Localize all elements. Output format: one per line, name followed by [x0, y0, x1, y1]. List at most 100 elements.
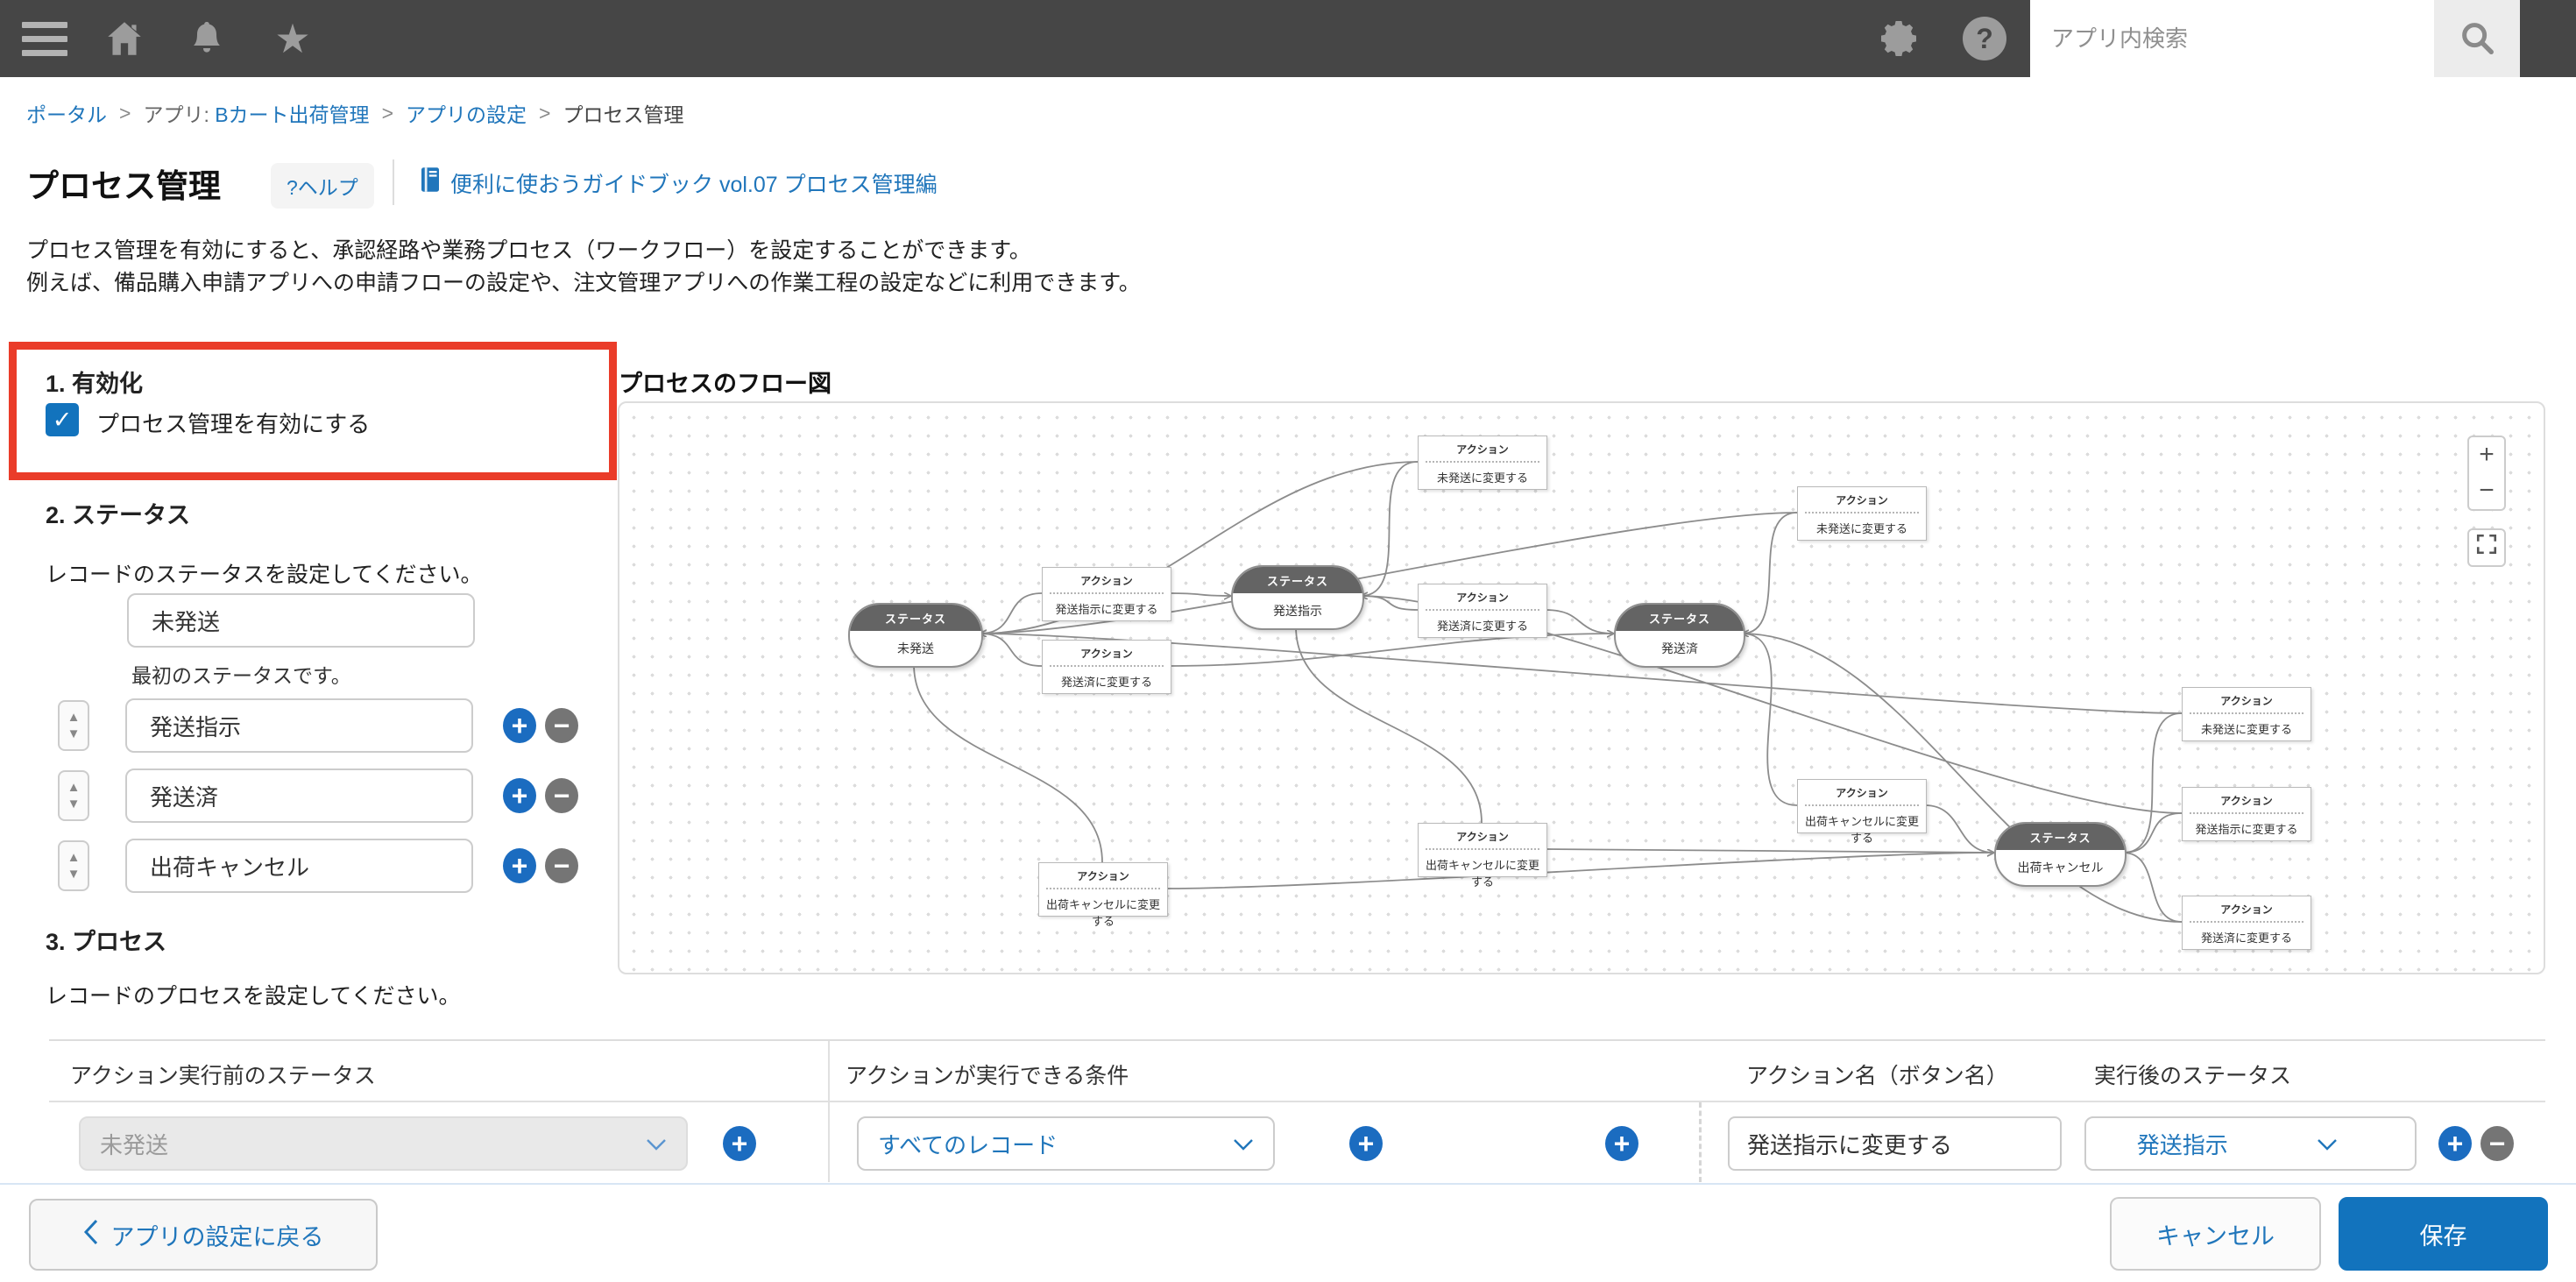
breadcrumb-app-name-link[interactable]: Bカート出荷管理	[215, 103, 370, 126]
save-button[interactable]: 保存	[2339, 1197, 2548, 1271]
page-description-line2: 例えば、備品購入申請アプリへの申請フローの設定や、注文管理アプリへの作業工程の設…	[26, 271, 1141, 295]
status-name-input[interactable]	[125, 768, 473, 823]
breadcrumb: ポータル > アプリ: Bカート出荷管理 > アプリの設定 > プロセス管理	[26, 98, 683, 128]
flow-action-node: アクション発送済に変更する	[1042, 640, 1171, 694]
reorder-spinner[interactable]: ▲▼	[58, 770, 89, 821]
flow-edge	[979, 592, 1043, 634]
footer-action-bar: アプリの設定に戻る キャンセル 保存	[0, 1183, 2576, 1282]
breadcrumb-portal-link[interactable]: ポータル	[26, 103, 107, 126]
flow-status-node: ステータス未発送	[848, 603, 983, 668]
move-up-icon[interactable]: ▲	[67, 780, 81, 795]
cancel-button[interactable]: キャンセル	[2110, 1197, 2321, 1271]
column-header-after-status: 実行後のステータス	[2094, 1064, 2292, 1088]
flow-action-node-label: 未発送に変更する	[2200, 723, 2292, 736]
action-name-input[interactable]	[1728, 1116, 2062, 1171]
flow-action-divider	[1426, 609, 1539, 611]
flow-status-node: ステータス発送済	[1614, 603, 1745, 668]
flow-action-node-label: 出荷キャンセルに変更する	[1045, 898, 1160, 928]
status-list: ▲▼+−▲▼+−▲▼+−	[58, 698, 578, 893]
flow-zoom-in-button[interactable]: +	[2467, 436, 2506, 474]
remove-status-button[interactable]: −	[545, 778, 578, 813]
flow-action-node: アクション発送済に変更する	[2182, 896, 2311, 950]
move-down-icon[interactable]: ▼	[67, 797, 81, 811]
before-status-select[interactable]: 未発送	[79, 1116, 688, 1171]
flow-action-divider	[2190, 812, 2304, 814]
favorites-star-icon[interactable]: ★	[274, 16, 311, 61]
section-activation-heading: 1. 有効化	[46, 371, 144, 397]
flow-edge	[1169, 593, 1231, 596]
flow-edge	[980, 461, 1419, 634]
status-name-input[interactable]	[125, 698, 473, 753]
flow-action-divider	[1805, 512, 1919, 514]
reorder-spinner[interactable]: ▲▼	[58, 840, 89, 891]
status-name-input[interactable]	[125, 839, 473, 893]
flow-edges	[913, 461, 2183, 923]
search-input[interactable]	[2030, 0, 2434, 77]
flow-action-divider	[2190, 921, 2304, 923]
flow-action-node-title: アクション	[2220, 903, 2273, 916]
breadcrumb-app[interactable]: アプリ: Bカート出荷管理	[143, 98, 369, 128]
flow-zoom-out-button[interactable]: −	[2467, 472, 2506, 511]
flow-edge	[979, 633, 1043, 667]
status-section-description: レコードのステータスを設定してください。	[46, 563, 483, 587]
flow-action-node-title: アクション	[1080, 648, 1133, 660]
add-condition-button[interactable]: +	[1349, 1126, 1383, 1161]
condition-select[interactable]: すべてのレコード	[857, 1116, 1275, 1171]
notifications-bell-icon[interactable]	[177, 0, 237, 77]
back-to-app-settings-button[interactable]: アプリの設定に戻る	[29, 1199, 378, 1271]
move-up-icon[interactable]: ▲	[67, 710, 81, 725]
settings-gear-icon[interactable]	[1869, 0, 1928, 77]
flow-action-node-label: 発送済に変更する	[1060, 676, 1152, 689]
first-status-input[interactable]	[127, 593, 475, 648]
move-up-icon[interactable]: ▲	[67, 850, 81, 865]
flow-status-node-header: ステータス	[1996, 824, 2125, 850]
remove-status-button[interactable]: −	[545, 848, 578, 883]
after-status-select[interactable]: 発送指示	[2084, 1116, 2417, 1171]
move-down-icon[interactable]: ▼	[67, 726, 81, 741]
flow-edge	[1169, 634, 1614, 667]
first-status-note: 最初のステータスです。	[131, 664, 351, 687]
add-status-button[interactable]: +	[503, 708, 536, 743]
remove-status-button[interactable]: −	[545, 708, 578, 743]
flow-edge	[1742, 634, 2183, 923]
search-button[interactable]	[2434, 0, 2520, 77]
add-before-status-button[interactable]: +	[723, 1126, 756, 1161]
flow-action-node-title: アクション	[2220, 695, 2273, 707]
breadcrumb-app-settings-link[interactable]: アプリの設定	[406, 103, 527, 126]
red-highlight-annotation	[9, 342, 617, 480]
move-down-icon[interactable]: ▼	[67, 867, 81, 882]
flow-action-node-label: 発送済に変更する	[1436, 620, 1528, 633]
hamburger-menu-icon[interactable]	[19, 0, 70, 77]
flow-fullscreen-button[interactable]	[2467, 528, 2506, 567]
help-link-badge[interactable]: ?ヘルプ	[271, 163, 374, 209]
flow-action-node: アクション発送済に変更する	[1418, 584, 1547, 638]
add-process-row-button[interactable]: +	[2438, 1126, 2472, 1161]
process-flow-diagram[interactable]: ステータス未発送ステータス発送指示ステータス発送済ステータス出荷キャンセルアクシ…	[618, 401, 2545, 974]
guidebook-link[interactable]: 便利に使おうガイドブック vol.07 プロセス管理編	[419, 166, 938, 199]
add-action-row-button[interactable]: +	[1605, 1126, 1638, 1161]
enable-process-management-checkbox[interactable]	[46, 403, 79, 436]
flow-action-divider	[1050, 592, 1164, 594]
flow-status-node-label: 未発送	[897, 641, 934, 655]
flow-edge	[2122, 712, 2183, 853]
add-status-button[interactable]: +	[503, 848, 536, 883]
reorder-spinner[interactable]: ▲▼	[58, 700, 89, 751]
flow-status-node-header: ステータス	[850, 605, 981, 631]
chevron-down-icon	[646, 1130, 667, 1158]
flow-action-node: アクション未発送に変更する	[1797, 486, 1927, 541]
chevron-down-icon	[1233, 1130, 1254, 1158]
flow-action-node-title: アクション	[1456, 831, 1509, 843]
flow-edge	[1924, 804, 1994, 853]
add-status-button[interactable]: +	[503, 778, 536, 813]
flow-edge	[1545, 609, 1614, 634]
remove-process-row-button[interactable]: −	[2480, 1126, 2514, 1161]
status-row: ▲▼+−	[58, 839, 578, 893]
home-icon[interactable]	[95, 0, 154, 77]
help-icon[interactable]: ?	[1959, 0, 2010, 77]
page-title: プロセス管理	[26, 168, 221, 204]
flow-edge	[1741, 633, 1798, 806]
flow-action-node: アクション出荷キャンセルに変更する	[1418, 823, 1547, 889]
flow-action-node-label: 発送済に変更する	[2200, 931, 2292, 945]
flow-action-node: アクション出荷キャンセルに変更する	[1797, 779, 1927, 845]
